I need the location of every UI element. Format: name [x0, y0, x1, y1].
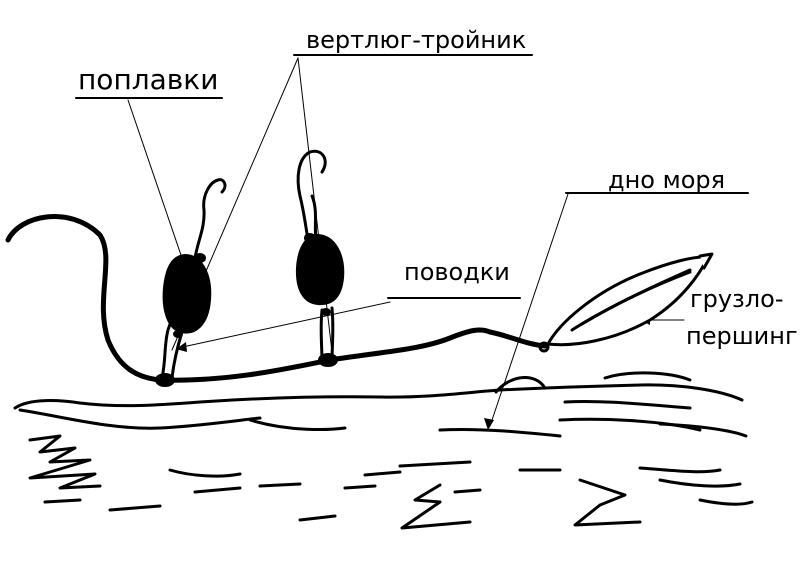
seabed-line-3 — [248, 418, 347, 432]
seabed-mound-2 — [603, 371, 692, 382]
arrowhead-bottom — [484, 418, 494, 430]
sinker-fin — [698, 252, 714, 270]
swivel-knot-2 — [318, 353, 338, 367]
hook-line-2 — [296, 149, 327, 242]
swivel-knot-1 — [155, 373, 175, 387]
label-sinker-line2: першинг — [686, 322, 798, 350]
seabed-squiggle-17 — [698, 498, 754, 506]
float2-knot-top — [304, 233, 316, 243]
seabed-squiggle-9 — [363, 470, 402, 477]
seabed-squiggle-3 — [108, 504, 162, 512]
seabed-line-2 — [18, 408, 262, 430]
leader-2 — [319, 308, 324, 364]
seabed-squiggle-15 — [638, 466, 722, 474]
sinker-ring — [538, 341, 550, 353]
float-1 — [162, 253, 212, 334]
pointer-bottom — [489, 193, 569, 427]
label-floats: поплавки — [78, 63, 219, 96]
label-sea-bottom: дно моря — [608, 166, 726, 194]
main-line — [5, 214, 548, 383]
sinker-stripe-2 — [580, 270, 692, 326]
seabed-squiggle-8 — [343, 484, 377, 490]
label-swivel: вертлюг-тройник — [306, 26, 527, 54]
seabed-squiggle-4 — [168, 468, 242, 478]
seabed-squiggle-6 — [258, 482, 302, 488]
arrowhead-leaders — [176, 342, 187, 352]
seabed-line-6 — [658, 422, 748, 438]
seabed-squiggle-12 — [453, 488, 482, 494]
float2-knot-bottom — [321, 308, 331, 316]
float-2 — [295, 233, 345, 306]
seabed-squiggle-10 — [398, 460, 472, 468]
hook-line-1 — [193, 178, 227, 260]
seabed-squiggle-11 — [400, 483, 472, 530]
seabed-line-7 — [563, 399, 692, 410]
seabed-line — [13, 383, 744, 410]
seabed-squiggle-7 — [298, 514, 337, 522]
label-sinker-line1: грузло- — [690, 285, 784, 313]
pointer-floats — [127, 99, 183, 259]
seabed-mound-1 — [494, 375, 547, 394]
hook-shank-2 — [310, 194, 318, 242]
seabed-squiggle-1 — [28, 434, 102, 490]
pointer-leaders — [177, 301, 391, 349]
label-leaders: поводки — [404, 258, 510, 286]
float1-knot-bottom — [173, 330, 183, 338]
seabed-squiggle-16 — [658, 478, 742, 488]
seabed-squiggle-5 — [193, 486, 242, 494]
seabed-line-4 — [438, 427, 562, 438]
seabed-squiggle-2 — [43, 498, 82, 504]
seabed-squiggle-13 — [573, 478, 642, 527]
float1-knot-top — [194, 253, 206, 263]
